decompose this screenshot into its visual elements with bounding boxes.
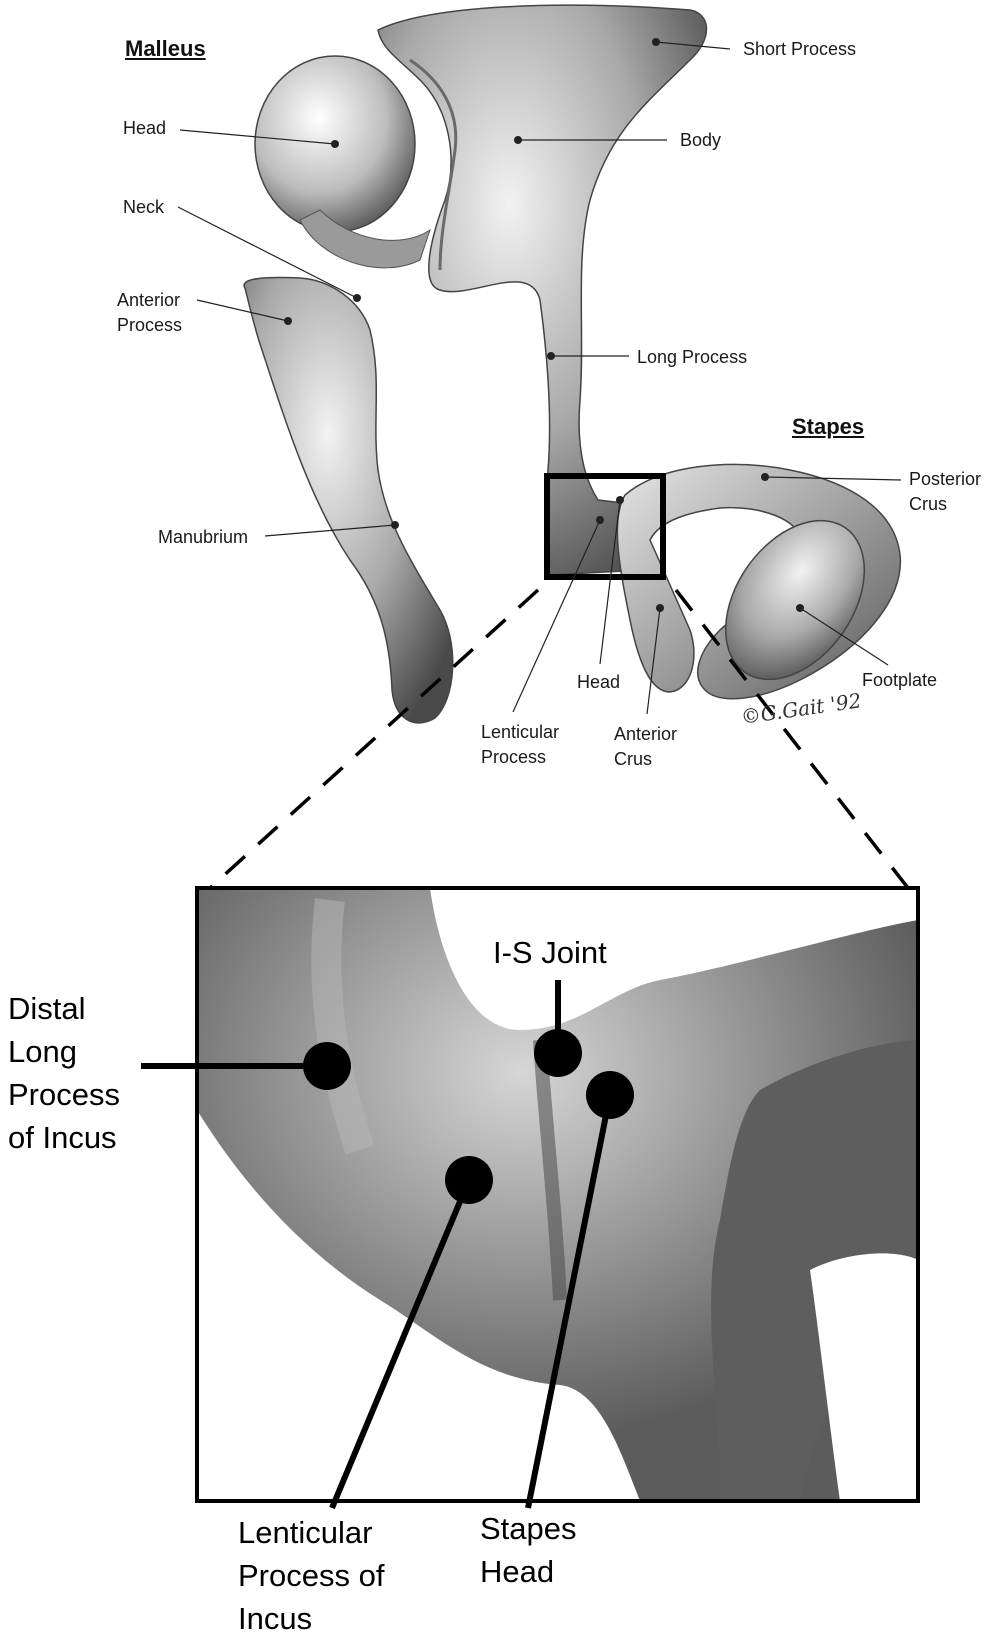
label-short-process: Short Process xyxy=(743,39,857,59)
malleus-heading: Malleus xyxy=(125,36,206,61)
label-anterior-crus-line2: Crus xyxy=(614,749,653,769)
label-is-joint: I-S Joint xyxy=(493,935,607,970)
label-distal-line2: Long xyxy=(8,1034,77,1069)
label-posterior-crus-line2: Crus xyxy=(909,494,948,514)
label-stapes-head: Head xyxy=(577,672,621,692)
upper-leader-lines xyxy=(177,41,902,715)
label-stapes-head-line1: Stapes xyxy=(480,1511,577,1546)
label-posterior-crus-line1: Posterior xyxy=(909,469,982,489)
zoom-region-box xyxy=(544,473,666,580)
label-anterior-process-line1: Anterior xyxy=(117,290,181,310)
label-lenticular-line3: Incus xyxy=(238,1601,313,1636)
malleus-shape xyxy=(243,55,454,724)
label-lenticular-line2: Process of xyxy=(238,1558,385,1593)
label-manubrium: Manubrium xyxy=(158,527,249,547)
label-anterior-process-line2: Process xyxy=(117,315,183,335)
inset-leader-dots xyxy=(303,1029,634,1204)
label-footplate: Footplate xyxy=(862,670,938,690)
label-distal-line1: Distal xyxy=(8,991,86,1026)
inset-leader-lines xyxy=(141,980,613,1510)
label-neck: Neck xyxy=(123,197,165,217)
label-lenticular-process-line1: Lenticular xyxy=(481,722,560,742)
inset-frame xyxy=(195,886,920,1503)
label-anterior-crus-line1: Anterior xyxy=(614,724,678,744)
label-distal-line3: Process xyxy=(8,1077,120,1112)
label-distal-line4: of Incus xyxy=(8,1120,117,1155)
label-long-process: Long Process xyxy=(637,347,748,367)
label-lenticular-process-line2: Process xyxy=(481,747,547,767)
zoom-line-left xyxy=(208,588,540,890)
inset-magnified-view xyxy=(197,888,918,1501)
label-malleus-head: Head xyxy=(123,118,167,138)
label-body: Body xyxy=(680,130,722,150)
upper-leader-dots xyxy=(284,38,804,612)
stapes-shape xyxy=(616,463,902,700)
stapes-heading: Stapes xyxy=(792,414,865,439)
label-lenticular-line1: Lenticular xyxy=(238,1515,373,1550)
zoom-line-right xyxy=(674,588,910,890)
label-stapes-head-line2: Head xyxy=(480,1554,555,1589)
